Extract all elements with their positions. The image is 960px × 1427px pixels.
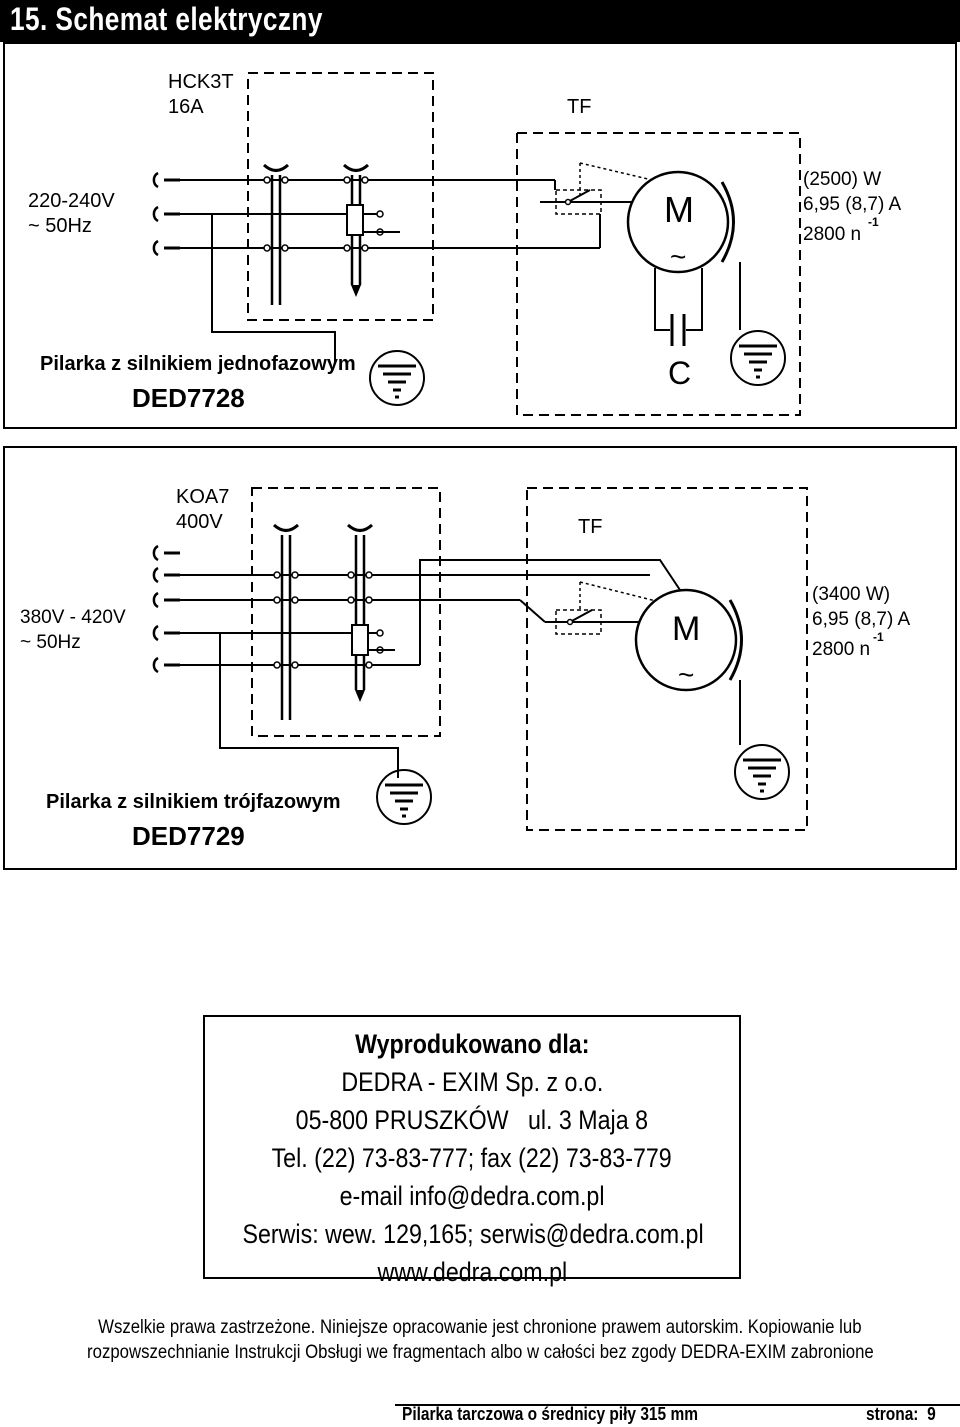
sp-rating-current: 6,95 (8,7) A	[803, 194, 902, 215]
capacitor-icon	[670, 314, 686, 346]
three-phase-diagram: KOA7 400V TF 380V - 420V ~ 50Hz	[3, 446, 957, 870]
footer-rule	[395, 1404, 960, 1427]
tp-motor-symbol: M	[672, 610, 700, 648]
tp-breaker-contacts-b	[346, 523, 395, 702]
sp-rating-speed: 2800 n	[803, 224, 861, 245]
manufacturer-service: Serwis: wew. 129,165; serwis@dedra.com.p…	[242, 1219, 704, 1249]
tp-supply-frequency: ~ 50Hz	[20, 632, 81, 653]
copyright-text-1: Wszelkie prawa zastrzeżone. Niniejsze op…	[98, 1316, 862, 1338]
tp-rating-speed: 2800 n	[812, 639, 870, 660]
thermal-switch-icon	[545, 581, 661, 635]
sp-breaker-label-2: 16A	[168, 96, 204, 118]
manufacturer-heading: Wyprodukowano dla:	[354, 1029, 590, 1059]
tp-supply-voltage: 380V - 420V	[20, 607, 126, 628]
motor-icon: M ~	[634, 588, 743, 692]
sp-machine-name: Pilarka z silnikiem jednofazowym	[40, 353, 356, 375]
page-title-bar: 15. Schemat elektryczny	[0, 0, 960, 42]
tp-breaker-label-1: KOA7	[176, 486, 229, 508]
ground-symbol-icon	[375, 743, 791, 826]
manufacturer-box: Wyprodukowano dla: DEDRA - EXIM Sp. z o.…	[203, 1015, 741, 1287]
sp-supply-voltage: 220-240V	[28, 190, 115, 212]
sp-breaker-box	[247, 72, 434, 321]
tp-machine-name: Pilarka z silnikiem trójfazowym	[46, 791, 341, 813]
tp-motor-box	[526, 487, 808, 831]
manufacturer-address: 05-800 PRUSZKÓW ul. 3 Maja 8	[295, 1105, 649, 1135]
copyright-notice-line-1: Wszelkie prawa zastrzeżone. Niniejsze op…	[0, 1316, 960, 1339]
tp-motor-tilde: ~	[678, 659, 694, 690]
copyright-notice-line-2: rozpowszechnianie Instrukcji Obsługi we …	[0, 1341, 960, 1364]
sp-breaker-contacts-b	[342, 163, 400, 297]
copyright-text-2: rozpowszechnianie Instrukcji Obsługi we …	[86, 1341, 874, 1363]
sp-capacitor-label: C	[668, 355, 691, 391]
footer-product: Pilarka tarczowa o średnicy piły 315 mm	[402, 1404, 746, 1425]
three-phase-frame	[3, 446, 957, 870]
tp-rating-power: (3400 W)	[812, 584, 890, 605]
single-phase-frame	[3, 42, 957, 429]
manufacturer-website: www.dedra.com.pl	[377, 1257, 567, 1287]
sp-supply-frequency: ~ 50Hz	[28, 215, 92, 237]
tp-rating-speed-exp: -1	[873, 630, 884, 644]
sp-thermal-label: TF	[567, 96, 591, 118]
tp-thermal-label: TF	[578, 516, 602, 538]
sp-motor-box	[516, 132, 801, 416]
tp-breaker-contacts-a	[272, 523, 300, 720]
sp-breaker-contacts-a	[262, 163, 290, 305]
manufacturer-phone: Tel. (22) 73-83-777; fax (22) 73-83-779	[271, 1143, 673, 1173]
ground-symbol-icon	[368, 329, 787, 407]
sp-model: DED7728	[132, 383, 245, 413]
footer-page: strona: 9	[866, 1404, 947, 1425]
motor-icon: M ~	[626, 170, 735, 274]
sp-breaker-label-1: HCK3T	[168, 71, 234, 93]
page-title: 15. Schemat elektryczny	[10, 1, 323, 37]
manufacturer-company: DEDRA - EXIM Sp. z o.o.	[341, 1067, 603, 1097]
footer-product-text: Pilarka tarczowa o średnicy piły 315 mm	[402, 1404, 698, 1424]
single-phase-diagram: HCK3T 16A TF 220-240V ~ 50Hz	[3, 42, 957, 429]
sp-motor-symbol: M	[664, 189, 694, 230]
sp-rating-power: (2500) W	[803, 169, 881, 190]
tp-breaker-box	[251, 487, 441, 737]
sp-motor-tilde: ~	[670, 241, 686, 272]
plug-pin-icon	[152, 544, 182, 674]
manufacturer-email: e-mail info@dedra.com.pl	[339, 1181, 605, 1211]
tp-rating-current: 6,95 (8,7) A	[812, 609, 911, 630]
footer-page-text: strona: 9	[866, 1404, 936, 1424]
sp-rating-speed-exp: -1	[868, 215, 879, 229]
tp-model: DED7729	[132, 821, 245, 851]
plug-pin-icon	[152, 171, 182, 257]
tp-breaker-label-2: 400V	[176, 511, 223, 533]
